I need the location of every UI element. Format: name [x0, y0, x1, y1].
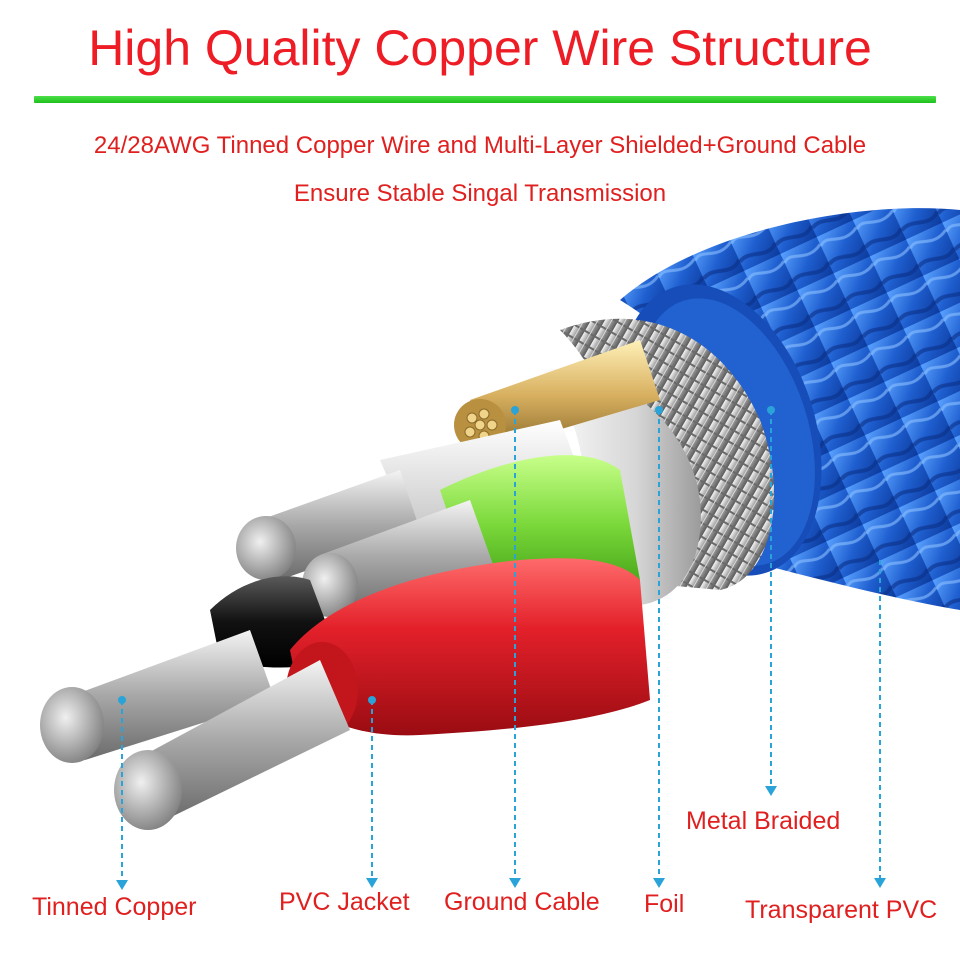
pointer-arrow — [509, 878, 521, 888]
pointer-dot — [767, 406, 775, 414]
label-ground-cable: Ground Cable — [444, 888, 600, 916]
title-underline — [34, 96, 936, 103]
pointer-dot — [511, 406, 519, 414]
red-wire — [114, 558, 650, 830]
pointer-arrow — [366, 878, 378, 888]
label-tinned-copper: Tinned Copper — [32, 893, 197, 921]
pointer-arrow — [653, 878, 665, 888]
pointer-arrow — [874, 878, 886, 888]
pointer-dot — [118, 696, 126, 704]
page-title: High Quality Copper Wire Structure — [88, 20, 872, 76]
pointer-dot — [655, 406, 663, 414]
label-transparent-pvc: Transparent PVC — [745, 896, 938, 924]
label-foil: Foil — [644, 890, 685, 918]
pointer-lines — [121, 410, 881, 882]
pointer-arrow — [116, 880, 128, 890]
subtitle-line-1: 24/28AWG Tinned Copper Wire and Multi-La… — [93, 132, 867, 159]
pointer-dot — [368, 696, 376, 704]
label-pvc-jacket: PVC Jacket — [279, 888, 410, 916]
pointer-arrow — [765, 786, 777, 796]
label-metal-braided: Metal Braided — [686, 807, 841, 835]
subtitle-line-2: Ensure Stable Singal Transmission — [293, 180, 667, 207]
pointer-heads — [116, 406, 886, 890]
